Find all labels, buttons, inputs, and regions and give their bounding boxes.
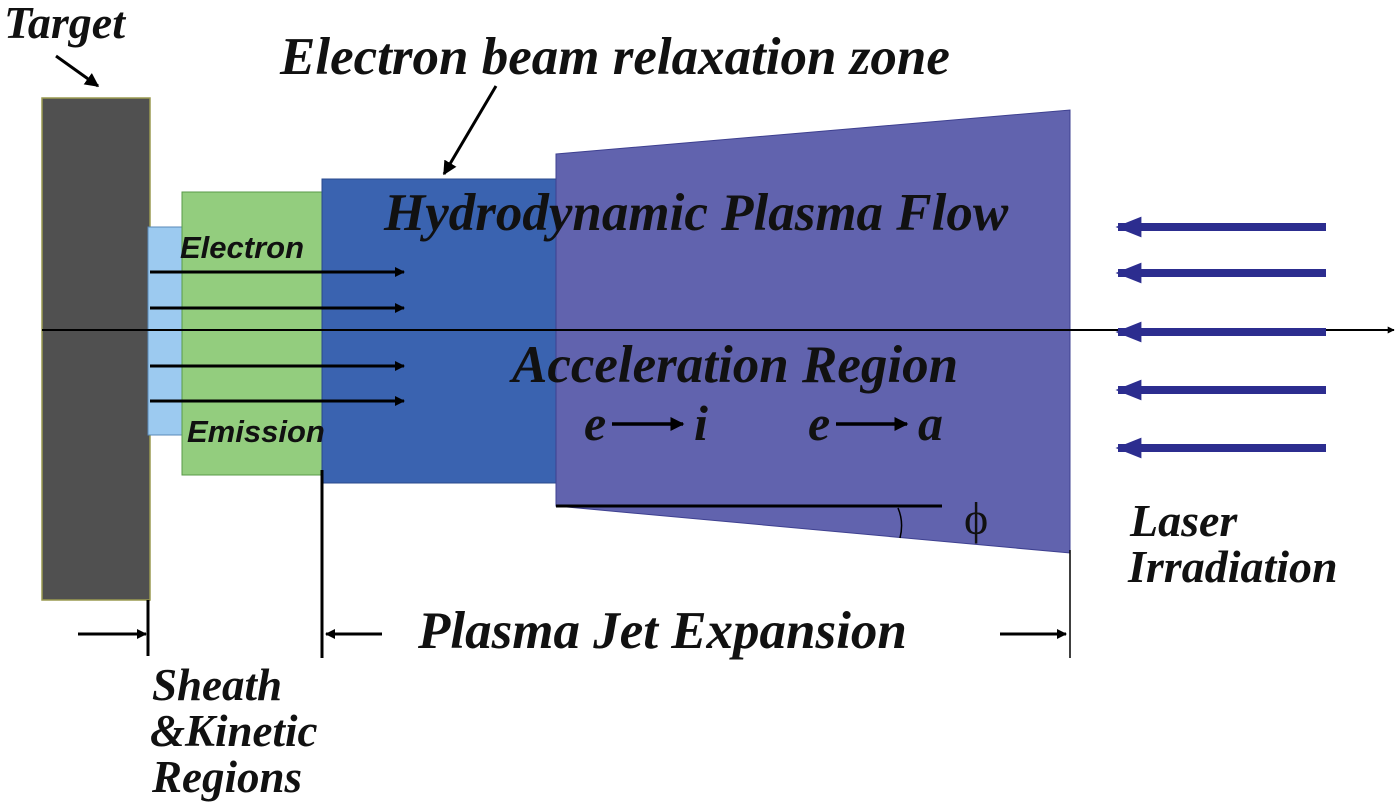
sheath-label-line1: Sheath <box>152 660 282 710</box>
e-to-a-source-label: e <box>808 395 830 451</box>
target-pointer-arrow <box>55 54 100 88</box>
sheath-label-line2: &Kinetic <box>150 706 318 756</box>
e-to-a-target-label: a <box>918 395 943 451</box>
laser-label-line1: Laser <box>1129 495 1238 546</box>
divergence-angle-arc <box>897 507 903 539</box>
kinetic-region <box>181 191 323 476</box>
e-to-i-source-label: e <box>584 395 606 451</box>
laser-label-line2: Irradiation <box>1127 541 1338 592</box>
phi-angle-label: ϕ <box>964 493 988 544</box>
target-block <box>41 97 151 601</box>
relaxation-zone-label: Electron beam relaxation zone <box>279 28 950 86</box>
hydrodynamic-flow-label: Hydrodynamic Plasma Flow <box>383 184 1009 242</box>
target-label: Target <box>4 0 126 48</box>
acceleration-region-block <box>555 109 1071 554</box>
acceleration-region-label: Acceleration Region <box>509 336 958 394</box>
e-to-i-target-label: i <box>694 395 708 451</box>
sheath-label-line3: Regions <box>151 752 302 802</box>
plasma-jet-expansion-label: Plasma Jet Expansion <box>417 602 907 660</box>
electron-label: Electron <box>180 230 304 265</box>
emission-label: Emission <box>187 414 325 449</box>
relaxation-pointer-arrow <box>442 85 498 176</box>
